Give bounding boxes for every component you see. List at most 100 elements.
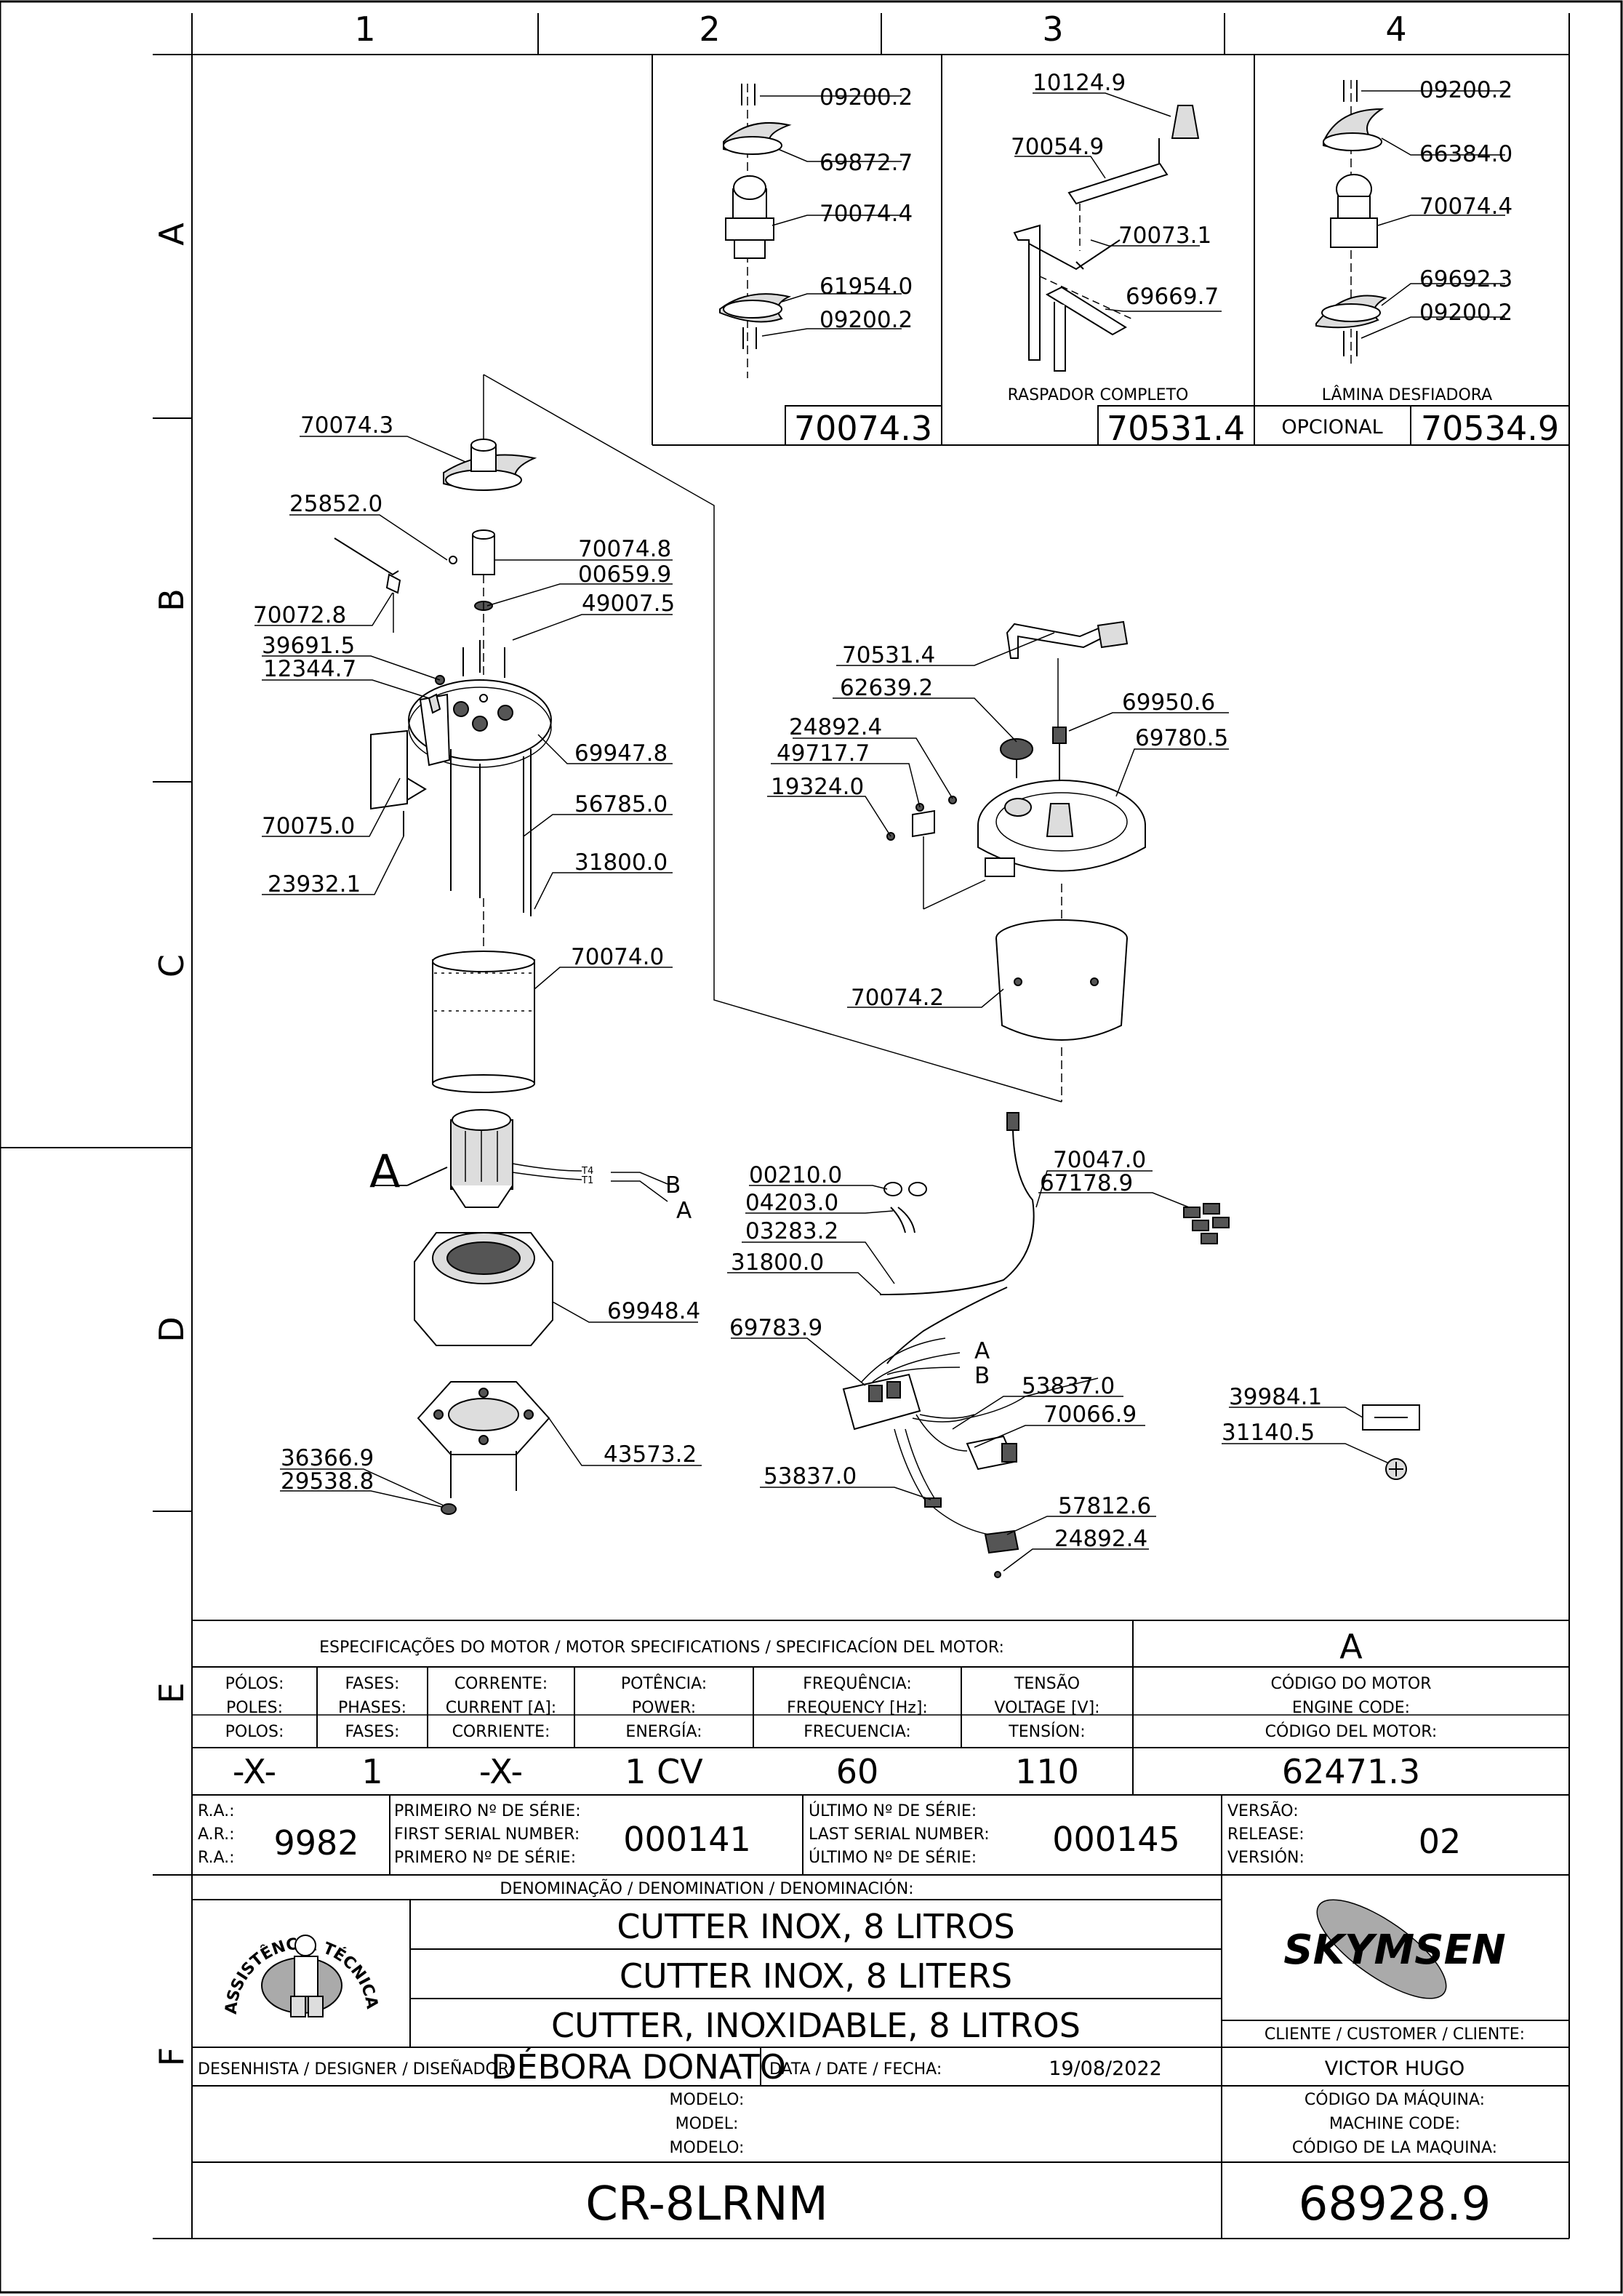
spec-header-voltage-pt: TENSÃO: [1014, 1673, 1080, 1693]
spec-header-power-es: ENERGÍA:: [625, 1722, 702, 1741]
inset1-label-1: 09200.2: [819, 84, 913, 111]
spec-header-voltage-en: VOLTAGE [V]:: [994, 1699, 1099, 1717]
model-label-es: MODELO:: [670, 2139, 745, 2157]
model-label-pt: MODELO:: [670, 2091, 745, 2109]
grid-row-f: F: [152, 2047, 191, 2066]
grid-col-3: 3: [1042, 9, 1063, 49]
last-serial-label-pt: ÚLTIMO Nº DE SÉRIE:: [809, 1801, 977, 1820]
version-label-es: VERSIÓN:: [1227, 1848, 1305, 1867]
inset-boxes: 70074.3 70531.4 70534.9 OPCIONAL RASPADO…: [652, 55, 1570, 448]
inset3-label-5: 09200.2: [1419, 300, 1512, 326]
part-labels: 70074.3 25852.0 70074.8 00659.9 70072.8 …: [253, 412, 1322, 1552]
grid-row-e: E: [152, 1682, 191, 1703]
customer-value: VICTOR HUGO: [1325, 2057, 1465, 2080]
part-label: 69780.5: [1135, 725, 1228, 751]
motor-spec-values: -X- 1 -X- 1 CV 60 110 62471.3: [233, 1752, 1420, 1791]
inset2-label-1: 10124.9: [1033, 70, 1126, 96]
part-label: 29538.8: [281, 1468, 374, 1495]
spec-value-power: 1 CV: [625, 1752, 703, 1791]
part-label: 49717.7: [777, 740, 870, 767]
first-serial-value: 000141: [623, 1820, 751, 1859]
designer-value: DÉBORA DONATO: [491, 2047, 786, 2087]
part-label: 57812.6: [1058, 1493, 1151, 1519]
spec-value-current: -X-: [479, 1752, 523, 1791]
part-label: 70066.9: [1043, 1401, 1137, 1428]
spec-header-engine-code-pt: CÓDIGO DO MOTOR: [1270, 1674, 1431, 1693]
part-label: 39984.1: [1229, 1384, 1322, 1410]
ra-label-pt: R.A.:: [198, 1802, 235, 1820]
part-label: 69948.4: [607, 1298, 700, 1324]
inset2-label-4: 69669.7: [1126, 284, 1219, 310]
designer-label: DESENHISTA / DESIGNER / DISEÑADOR:: [198, 2059, 514, 2079]
inset1-label-5: 09200.2: [819, 307, 913, 333]
spec-header-current-en: CURRENT [A]:: [446, 1699, 556, 1717]
part-label: 24892.4: [1054, 1526, 1147, 1552]
spec-value-phases: 1: [361, 1752, 382, 1791]
grid-col-1: 1: [354, 9, 375, 49]
spec-header-engine-code-es: CÓDIGO DEL MOTOR:: [1265, 1722, 1438, 1741]
ra-value: 9982: [273, 1823, 358, 1863]
part-label: 69783.9: [729, 1315, 822, 1341]
inset3-shredder-blade: 09200.2 66384.0 70074.4 69692.3 09200.2: [1315, 77, 1512, 367]
grid-row-labels: A B C D E F: [152, 223, 191, 2067]
part-label: 00210.0: [749, 1162, 842, 1188]
date-value: 19/08/2022: [1049, 2057, 1162, 2080]
spec-header-voltage-es: TENSÍON:: [1008, 1722, 1085, 1741]
inset2-label-2: 70054.9: [1011, 134, 1104, 160]
motor-spec-title: ESPECIFICAÇÕES DO MOTOR / MOTOR SPECIFIC…: [319, 1637, 1004, 1657]
spec-header-phases-pt: FASES:: [345, 1675, 400, 1693]
part-label: 19324.0: [771, 774, 864, 800]
motor-spec-headers: PÓLOS: POLES: POLOS: FASES: PHASES: FASE…: [225, 1673, 1438, 1741]
grid-col-2: 2: [699, 9, 720, 49]
part-label: 70047.0: [1053, 1147, 1146, 1173]
grid-row-a: A: [152, 223, 191, 246]
part-label: 53837.0: [1022, 1373, 1115, 1399]
part-label: 24892.4: [789, 714, 882, 740]
machine-code-label-es: CÓDIGO DE LA MAQUINA:: [1292, 2138, 1497, 2157]
spec-header-current-es: CORRIENTE:: [452, 1723, 550, 1741]
part-label: 70074.3: [300, 412, 393, 439]
first-serial-label-en: FIRST SERIAL NUMBER:: [394, 1825, 580, 1844]
inset2-caption: RASPADOR COMPLETO: [1008, 386, 1189, 404]
grid-row-d: D: [152, 1316, 191, 1342]
part-label: 69950.6: [1122, 689, 1215, 716]
inset3-label-4: 69692.3: [1419, 266, 1512, 292]
spec-header-poles-es: POLOS:: [225, 1723, 284, 1741]
grid-row-b: B: [152, 588, 191, 612]
inset1-blade-assembly: 09200.2 69872.7 70074.4 61954.0 09200.2: [719, 84, 913, 378]
inset1-code: 70074.3: [794, 409, 932, 448]
grid-row-c: C: [152, 954, 191, 977]
motor-terminal-t4: T4: [581, 1166, 593, 1177]
spec-value-poles: -X-: [233, 1752, 276, 1791]
part-label: 67178.9: [1040, 1170, 1133, 1196]
machine-code-value: 68928.9: [1299, 2177, 1491, 2231]
part-label: 31140.5: [1222, 1420, 1315, 1446]
part-label: 70074.8: [578, 536, 671, 562]
title-block: ESPECIFICAÇÕES DO MOTOR / MOTOR SPECIFIC…: [0, 0, 1569, 2239]
board-wire-a: A: [974, 1338, 990, 1364]
spec-header-frequency-en: FREQUENCY [Hz]:: [787, 1699, 928, 1717]
inset3-label-1: 09200.2: [1419, 77, 1512, 103]
part-label: 39691.5: [262, 633, 355, 659]
first-serial-label-pt: PRIMEIRO Nº DE SÉRIE:: [394, 1801, 581, 1820]
spec-value-engine-code: 62471.3: [1282, 1752, 1420, 1791]
spec-value-frequency: 60: [836, 1752, 879, 1791]
part-label: 03283.2: [745, 1218, 838, 1244]
brand-logo-text: SKYMSEN: [1283, 1927, 1505, 1974]
version-label-pt: VERSÃO:: [1227, 1801, 1299, 1820]
board-wire-b: B: [974, 1363, 990, 1389]
seal-text: ASSISTÊNCIA TÉCNICA AUTORIZADA: [0, 0, 381, 2015]
last-serial-value: 000145: [1052, 1820, 1180, 1859]
date-label: DATA / DATE / FECHA:: [769, 2060, 942, 2079]
part-label: 31800.0: [731, 1249, 824, 1276]
spec-header-phases-en: PHASES:: [338, 1699, 406, 1717]
ra-label-en: A.R.:: [198, 1825, 235, 1844]
inset2-code: 70531.4: [1107, 409, 1245, 448]
spec-header-phases-es: FASES:: [345, 1723, 400, 1741]
grid-col-4: 4: [1385, 9, 1406, 49]
machine-code-label-pt: CÓDIGO DA MÁQUINA:: [1305, 2090, 1485, 2109]
part-label: 25852.0: [289, 491, 382, 517]
inset3-label-2: 66384.0: [1419, 141, 1512, 167]
spec-header-poles-pt: PÓLOS:: [225, 1674, 284, 1693]
part-label: 69947.8: [574, 740, 668, 767]
